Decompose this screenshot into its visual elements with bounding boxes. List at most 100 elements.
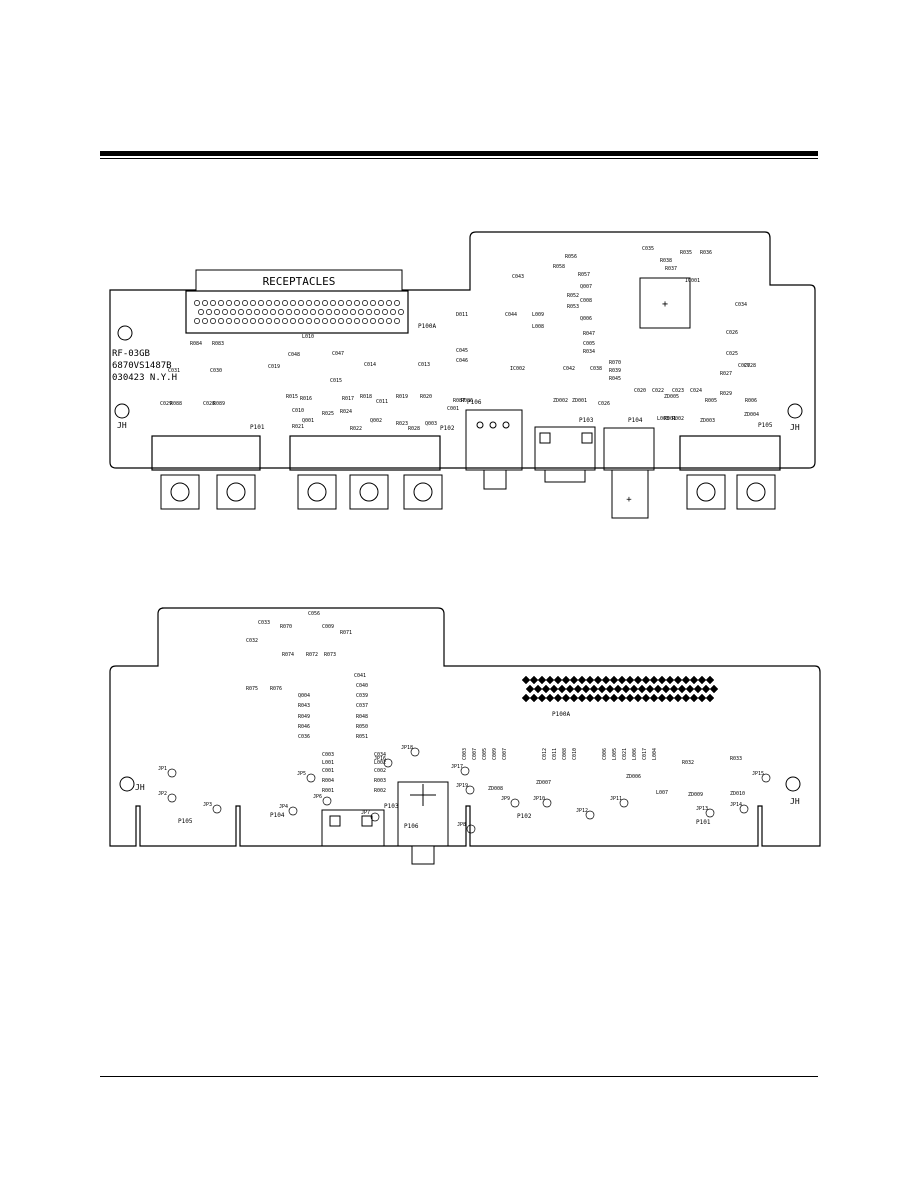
bottom-component-label: C002 — [374, 768, 386, 774]
top-board: RECEPTACLES P100A RF-03GB 6870VS1487B 03… — [109, 231, 816, 519]
jumper-label: JP19 — [456, 783, 468, 789]
bottom-component-label: R043 — [298, 703, 310, 709]
top-component-label: C046 — [456, 358, 468, 364]
jumper-label: JP13 — [696, 806, 708, 812]
top-component-label: C028 — [744, 363, 756, 369]
top-component-label: C019 — [268, 364, 280, 370]
jumper-label: JP9 — [501, 796, 510, 802]
top-component-label: C024 — [690, 388, 702, 394]
top-component-label: R038 — [660, 258, 672, 264]
bottom-component-label: R073 — [324, 652, 336, 658]
mounting-hole-top-left — [117, 325, 133, 341]
bottom-component-label: C040 — [356, 683, 368, 689]
header-rule-thick — [100, 151, 818, 156]
mounting-hole-top-right — [787, 403, 803, 419]
top-component-label: R002 — [672, 416, 684, 422]
bottom-component-label: R071 — [340, 630, 352, 636]
top-component-label: C015 — [330, 378, 342, 384]
top-component-label: C025 — [726, 351, 738, 357]
jumper-label: JP4 — [279, 804, 288, 810]
jumper-pad — [619, 798, 629, 808]
bottom-component-label: C036 — [298, 734, 310, 740]
vertical-component-label: L006 — [632, 748, 638, 760]
vertical-component-label: C006 — [602, 748, 608, 760]
bottom-component-label: Q004 — [298, 693, 310, 699]
top-component-label: R005 — [705, 398, 717, 404]
jack-p104-top: + P104 — [603, 417, 655, 519]
top-component-label: R023 — [396, 421, 408, 427]
bottom-component-label: R072 — [306, 652, 318, 658]
bottom-component-label: R033 — [730, 756, 742, 762]
svg-text:P102: P102 — [440, 425, 455, 432]
top-component-label: C042 — [563, 366, 575, 372]
bottom-jack-p106 — [397, 781, 449, 865]
bottom-component-label: R048 — [356, 714, 368, 720]
vertical-component-label: C007 — [502, 748, 508, 760]
vertical-component-label: C021 — [622, 748, 628, 760]
top-component-label: C011 — [376, 399, 388, 405]
jumper-label: JP5 — [297, 771, 306, 777]
vertical-component-label: C011 — [552, 748, 558, 760]
bottom-component-label: C033 — [258, 620, 270, 626]
top-component-label: C013 — [418, 362, 430, 368]
bottom-jack-p103 — [321, 809, 385, 847]
top-component-label: ZD001 — [572, 398, 587, 404]
jumper-pad — [167, 793, 177, 803]
bottom-jack-label-p104: P104 — [270, 812, 285, 819]
top-component-label: L010 — [302, 334, 314, 340]
svg-text:P101: P101 — [250, 424, 265, 431]
top-component-label: C029 — [160, 401, 172, 407]
jack-group-p105: P105 — [679, 422, 781, 510]
top-component-label: ZD005 — [664, 394, 679, 400]
vertical-component-label: C003 — [462, 748, 468, 760]
top-component-label: R058 — [553, 264, 565, 270]
top-component-label: R001 — [664, 416, 676, 422]
mounting-hole-bottom-left — [119, 776, 135, 792]
top-component-label: R036 — [700, 250, 712, 256]
bottom-component-label: R051 — [356, 734, 368, 740]
top-component-label: R024 — [340, 409, 352, 415]
jumper-pad — [167, 768, 177, 778]
vertical-component-label: C005 — [482, 748, 488, 760]
jumper-label: JP16 — [374, 756, 386, 762]
vertical-component-label: C012 — [542, 748, 548, 760]
top-component-label: C010 — [292, 408, 304, 414]
bottom-component-label: C001 — [322, 768, 334, 774]
top-component-label: R053 — [567, 304, 579, 310]
top-component-label: Q003 — [425, 421, 437, 427]
vertical-component-label: L004 — [652, 748, 658, 760]
top-component-label: ZD004 — [744, 412, 759, 418]
top-component-label: R016 — [300, 396, 312, 402]
top-component-label: R029 — [720, 391, 732, 397]
top-component-label: R070 — [609, 360, 621, 366]
top-component-label: R084 — [190, 341, 202, 347]
bottom-component-label: R001 — [322, 788, 334, 794]
bottom-component-label: C041 — [354, 673, 366, 679]
bottom-component-label: R049 — [298, 714, 310, 720]
jumper-pad — [460, 766, 470, 776]
board-id-line-1: RF-03GB — [112, 349, 150, 359]
top-component-label: C034 — [735, 302, 747, 308]
jumper-pad — [542, 798, 552, 808]
top-component-label: R047 — [583, 331, 595, 337]
svg-text:P105: P105 — [758, 422, 773, 429]
bottom-jack-label-p103: P103 — [384, 803, 399, 810]
bottom-component-label: ZD006 — [626, 774, 641, 780]
bottom-component-label: C056 — [308, 611, 320, 617]
header-connector-body — [185, 290, 409, 334]
connector-ref-bottom: P100A — [552, 711, 570, 718]
footer-rule — [100, 1076, 818, 1077]
top-component-label: R087 — [453, 398, 465, 404]
polarity-plus: + — [626, 495, 632, 505]
jumper-label: JP12 — [576, 808, 588, 814]
top-component-label: R028 — [408, 426, 420, 432]
jumper-pad — [410, 747, 420, 757]
jack-p103-top: P103 — [534, 417, 596, 483]
jumper-label: JP18 — [401, 745, 413, 751]
bottom-component-label: C009 — [322, 624, 334, 630]
top-component-label: L003 — [657, 416, 669, 422]
jumper-label: JP11 — [610, 796, 622, 802]
